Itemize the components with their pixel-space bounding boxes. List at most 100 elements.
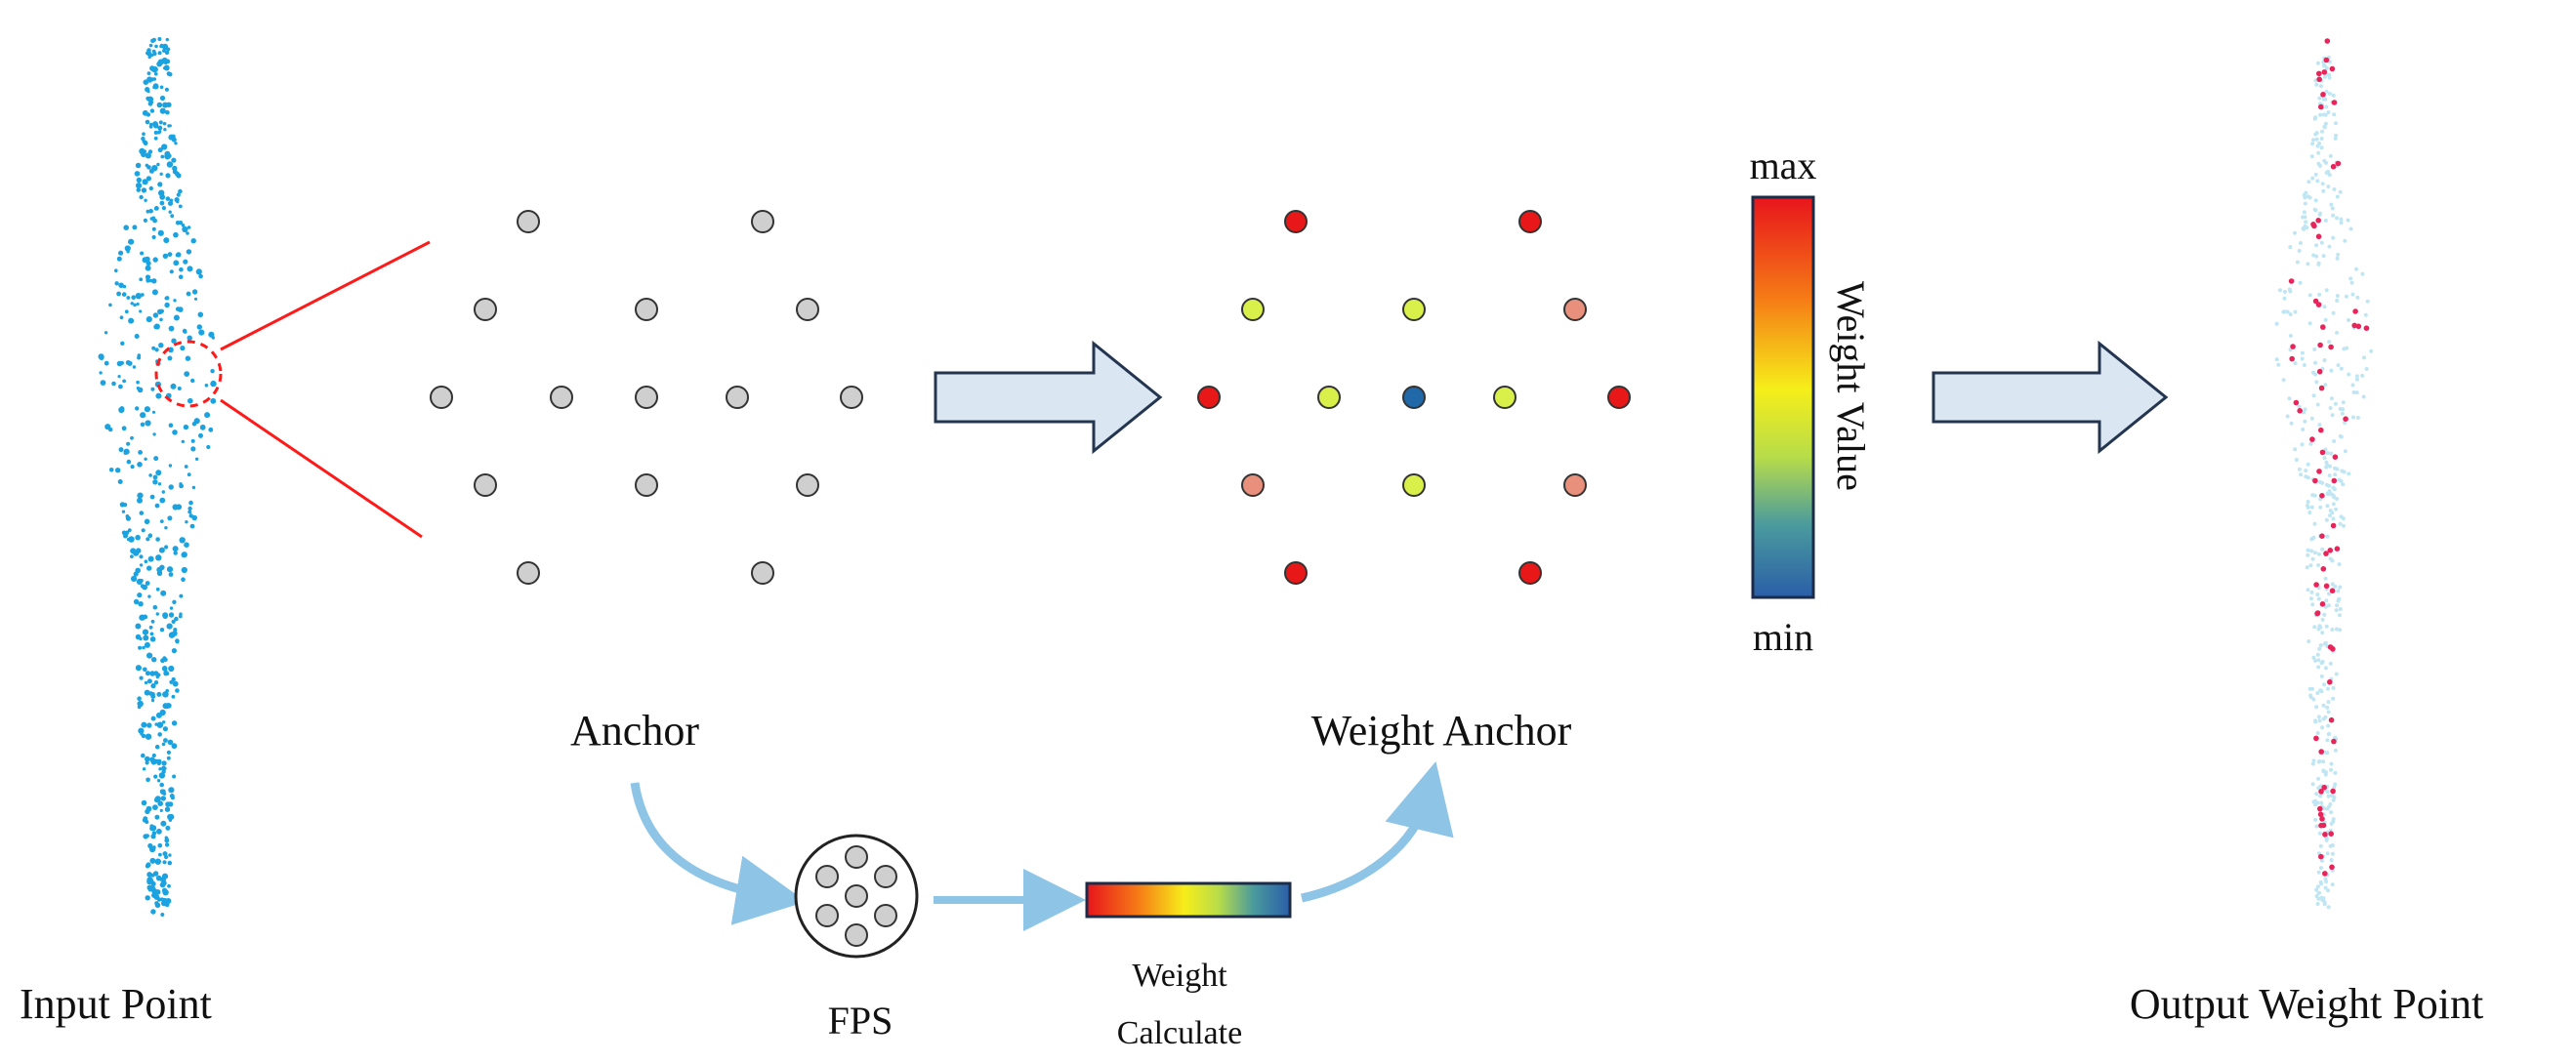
- output-point: [2351, 390, 2356, 394]
- input-point: [146, 71, 151, 75]
- input-point: [143, 667, 147, 673]
- output-point: [2327, 173, 2332, 178]
- output-point: [2325, 504, 2330, 509]
- output-weighted-point: [2288, 278, 2295, 284]
- input-point: [161, 760, 167, 766]
- input-point: [149, 885, 156, 892]
- input-point: [165, 109, 170, 115]
- input-point: [146, 565, 152, 571]
- input-point: [145, 820, 149, 824]
- output-point: [2323, 715, 2328, 719]
- input-point: [195, 268, 202, 275]
- input-point: [187, 510, 192, 514]
- input-point: [150, 619, 155, 624]
- output-point: [2331, 819, 2336, 824]
- input-point: [148, 185, 153, 191]
- input-point: [98, 353, 104, 360]
- input-point: [117, 375, 121, 379]
- input-point: [187, 225, 191, 229]
- output-point: [2300, 442, 2305, 447]
- output-weighted-point: [2316, 368, 2323, 375]
- input-point: [169, 269, 174, 274]
- output-point: [2325, 705, 2330, 710]
- output-weighted-point: [2310, 222, 2316, 227]
- input-point: [118, 447, 124, 453]
- input-point: [182, 225, 188, 233]
- output-point: [2325, 451, 2330, 456]
- input-point: [169, 679, 174, 684]
- output-point: [2313, 208, 2318, 213]
- input-point: [187, 506, 192, 511]
- output-point: [2309, 549, 2314, 553]
- input-point: [124, 245, 131, 252]
- input-point: [154, 722, 158, 726]
- output-point: [2331, 310, 2336, 315]
- input-point: [150, 53, 154, 58]
- output-point: [2323, 666, 2328, 671]
- input-point: [145, 265, 151, 271]
- output-weighted-point: [2329, 65, 2336, 72]
- input-point: [185, 520, 188, 524]
- output-point: [2317, 759, 2322, 763]
- output-weighted-point: [2319, 493, 2325, 499]
- output-point: [2325, 851, 2330, 856]
- input-point: [153, 797, 160, 803]
- output-point: [2330, 628, 2335, 632]
- output-point: [2333, 584, 2338, 589]
- weight-anchor-point: [1402, 386, 1426, 409]
- input-point: [135, 293, 142, 300]
- output-point: [2301, 428, 2306, 431]
- output-point: [2328, 464, 2332, 469]
- output-point: [2308, 441, 2313, 446]
- input-point: [145, 537, 150, 542]
- input-point: [149, 857, 156, 864]
- input-point: [159, 172, 163, 176]
- output-point: [2282, 309, 2287, 314]
- output-point: [2300, 356, 2305, 361]
- input-point: [168, 423, 174, 429]
- input-point: [162, 49, 166, 53]
- output-point: [2306, 500, 2310, 504]
- output-point: [2304, 190, 2308, 195]
- output-point: [2324, 460, 2329, 465]
- output-point: [2324, 89, 2329, 94]
- input-point: [193, 297, 198, 301]
- output-point: [2274, 357, 2279, 362]
- input-point: [173, 551, 178, 555]
- output-point: [2329, 761, 2334, 766]
- input-point: [171, 338, 177, 344]
- input-point: [186, 231, 189, 235]
- anchor-point: [635, 298, 658, 321]
- output-point: [2288, 312, 2293, 317]
- output-weighted-point: [2329, 588, 2336, 593]
- anchor-point: [474, 298, 497, 321]
- input-point: [179, 612, 183, 616]
- output-point: [2331, 235, 2336, 240]
- input-point: [175, 688, 180, 693]
- input-point: [140, 251, 145, 256]
- input-point: [167, 883, 171, 888]
- output-weighted-point: [2313, 735, 2319, 742]
- output-point: [2330, 582, 2335, 587]
- input-point: [104, 331, 108, 335]
- input-point: [159, 317, 163, 322]
- output-point: [2327, 92, 2332, 96]
- input-point: [155, 392, 162, 399]
- input-point: [148, 473, 152, 477]
- weight-calculate-bar: [1085, 881, 1292, 919]
- input-point: [151, 346, 156, 350]
- input-point: [159, 95, 166, 102]
- output-point: [2341, 400, 2346, 405]
- input-point: [156, 102, 163, 108]
- output-point: [2294, 458, 2299, 462]
- block-arrow-1: [934, 340, 1163, 455]
- output-point: [2278, 288, 2282, 293]
- input-point: [153, 130, 158, 135]
- input-point: [118, 282, 124, 289]
- input-point: [135, 567, 141, 574]
- input-point: [178, 221, 184, 225]
- output-point: [2306, 588, 2310, 593]
- input-point: [137, 705, 142, 710]
- input-point: [141, 151, 146, 158]
- output-point: [2360, 271, 2365, 276]
